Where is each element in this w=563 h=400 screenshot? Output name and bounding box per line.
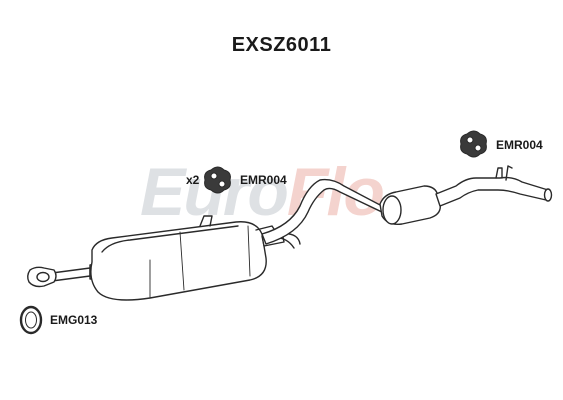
part-label-gasket: EMG013 bbox=[50, 313, 98, 327]
rubber-hanger-icon bbox=[204, 166, 231, 194]
rear-silencer bbox=[90, 215, 277, 301]
tail-pipe bbox=[435, 165, 553, 207]
part-label-hanger-left: EMR004 bbox=[240, 173, 287, 187]
intermediate-pipe bbox=[261, 178, 387, 245]
part-number-title: EXSZ6011 bbox=[231, 34, 332, 56]
part-qty-hanger-left: x2 bbox=[186, 173, 200, 187]
part-label-hanger-right: EMR004 bbox=[496, 138, 543, 152]
rubber-hanger-icon bbox=[460, 130, 487, 158]
inlet-flange bbox=[27, 266, 57, 288]
gasket-ring-icon bbox=[19, 305, 43, 335]
centre-resonator bbox=[379, 185, 441, 226]
